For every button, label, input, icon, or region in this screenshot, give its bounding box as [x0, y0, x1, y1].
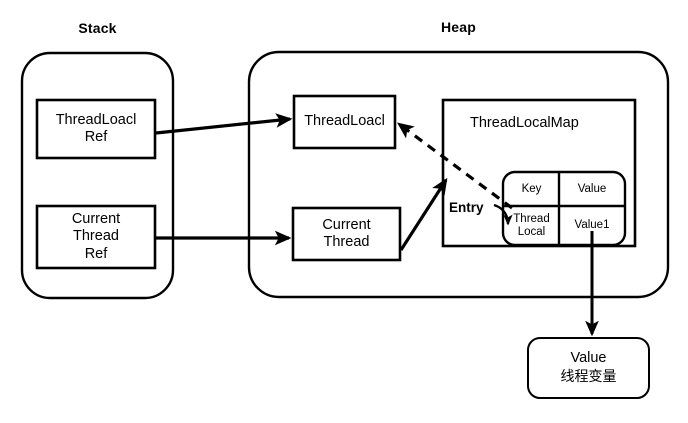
value-node-line1: Value: [570, 349, 607, 366]
heap-region-title: Heap: [440, 19, 477, 35]
value-node-box: [527, 337, 650, 399]
stack-region-title: Stack: [78, 20, 117, 36]
current-thread-ref-box: [35, 204, 157, 270]
threadlocal-ref-box: [35, 98, 157, 160]
entry-table: [501, 170, 627, 247]
arrow-thread-to-map: [399, 177, 448, 251]
current-thread-object-box: [291, 206, 402, 262]
arrow-entry-key-weakref: [396, 122, 513, 210]
value-node-label: Value 线程变量: [528, 338, 649, 398]
threadlocal-object-box: [292, 94, 397, 150]
value-node-line2: 线程变量: [560, 369, 617, 386]
threadlocalmap-title: ThreadLocalMap: [470, 115, 579, 131]
entry-label: Entry: [449, 200, 484, 215]
arrow-entry-label-pointer: [493, 203, 513, 226]
arrow-ref-to-threadlocal: [155, 113, 293, 135]
